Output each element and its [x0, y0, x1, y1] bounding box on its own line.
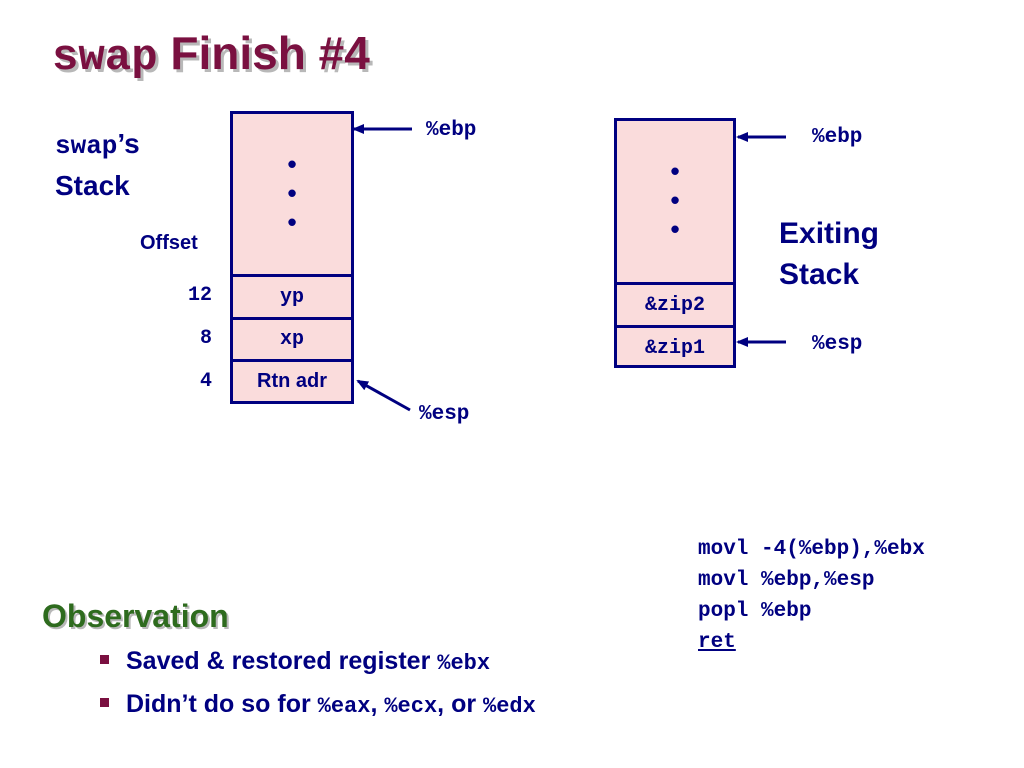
bullet-square-icon [100, 654, 109, 664]
bullet1-code: %ebx [437, 651, 491, 676]
bullet2-code-ecx: %ecx [384, 694, 438, 719]
right-stack-dots: • • • [617, 157, 733, 244]
bullet1-text: Saved & restored register [126, 647, 438, 675]
title-text: Finish #4 [170, 27, 370, 79]
stack-cell-zip1: &zip1 [617, 325, 733, 368]
title-code: swap [52, 33, 158, 83]
exiting-line2: Stack [779, 258, 860, 291]
dot: • [670, 214, 680, 244]
left-esp-label: %esp [419, 403, 470, 426]
exiting-line1: Exiting [779, 217, 880, 250]
assembly-code: movl -4(%ebp),%ebx movl %ebp,%esp popl %… [698, 534, 925, 658]
left-esp-arrow [356, 379, 411, 412]
dot: • [670, 156, 680, 186]
bullet-square-icon [100, 697, 109, 707]
code-line: popl %ebp [698, 600, 812, 623]
swap-stack-label: swap’s Stack [55, 124, 140, 206]
offset-4: 4 [199, 370, 212, 393]
code-line: movl %ebp,%esp [698, 569, 875, 592]
bullet2-code-eax: %eax [317, 694, 371, 719]
slide-title: swap Finish #4 [52, 26, 370, 83]
code-line-ret: ret [698, 631, 736, 654]
offset-12: 12 [187, 284, 212, 307]
offset-8: 8 [199, 327, 212, 350]
stack-cell-xp: xp [233, 317, 351, 359]
code-line: movl -4(%ebp),%ebx [698, 538, 925, 561]
left-ebp-label: %ebp [426, 119, 477, 142]
bullet2-sep: , [370, 690, 385, 718]
dot: • [287, 207, 297, 237]
dot: • [287, 178, 297, 208]
observation-heading: Observation [42, 598, 229, 634]
bullet2-code-edx: %edx [483, 694, 536, 719]
right-esp-label: %esp [812, 333, 863, 356]
bullet-1: Saved & restored register %ebx [100, 647, 490, 676]
swap-label-code: swap [55, 131, 118, 161]
left-stack-dots: • • • [233, 150, 351, 237]
bullet2-text: Didn’t do so for [126, 690, 318, 718]
swap-label-suffix: ’s [117, 128, 140, 159]
stack-cell-rtn-adr: Rtn adr [233, 359, 351, 401]
right-stack: • • • &zip2 &zip1 [614, 118, 736, 368]
bullet-2: Didn’t do so for %eax, %ecx, or %edx [100, 690, 536, 719]
dot: • [287, 149, 297, 179]
swap-label-line2: Stack [55, 170, 130, 201]
offset-header: Offset [140, 232, 198, 254]
right-ebp-label: %ebp [812, 126, 863, 149]
dot: • [670, 185, 680, 215]
exiting-stack-caption: Exiting Stack [779, 213, 879, 295]
stack-cell-zip2: &zip2 [617, 282, 733, 325]
stack-cell-yp: yp [233, 274, 351, 317]
left-stack: • • • yp xp Rtn adr [230, 111, 354, 404]
bullet2-sep: , or [437, 690, 484, 718]
